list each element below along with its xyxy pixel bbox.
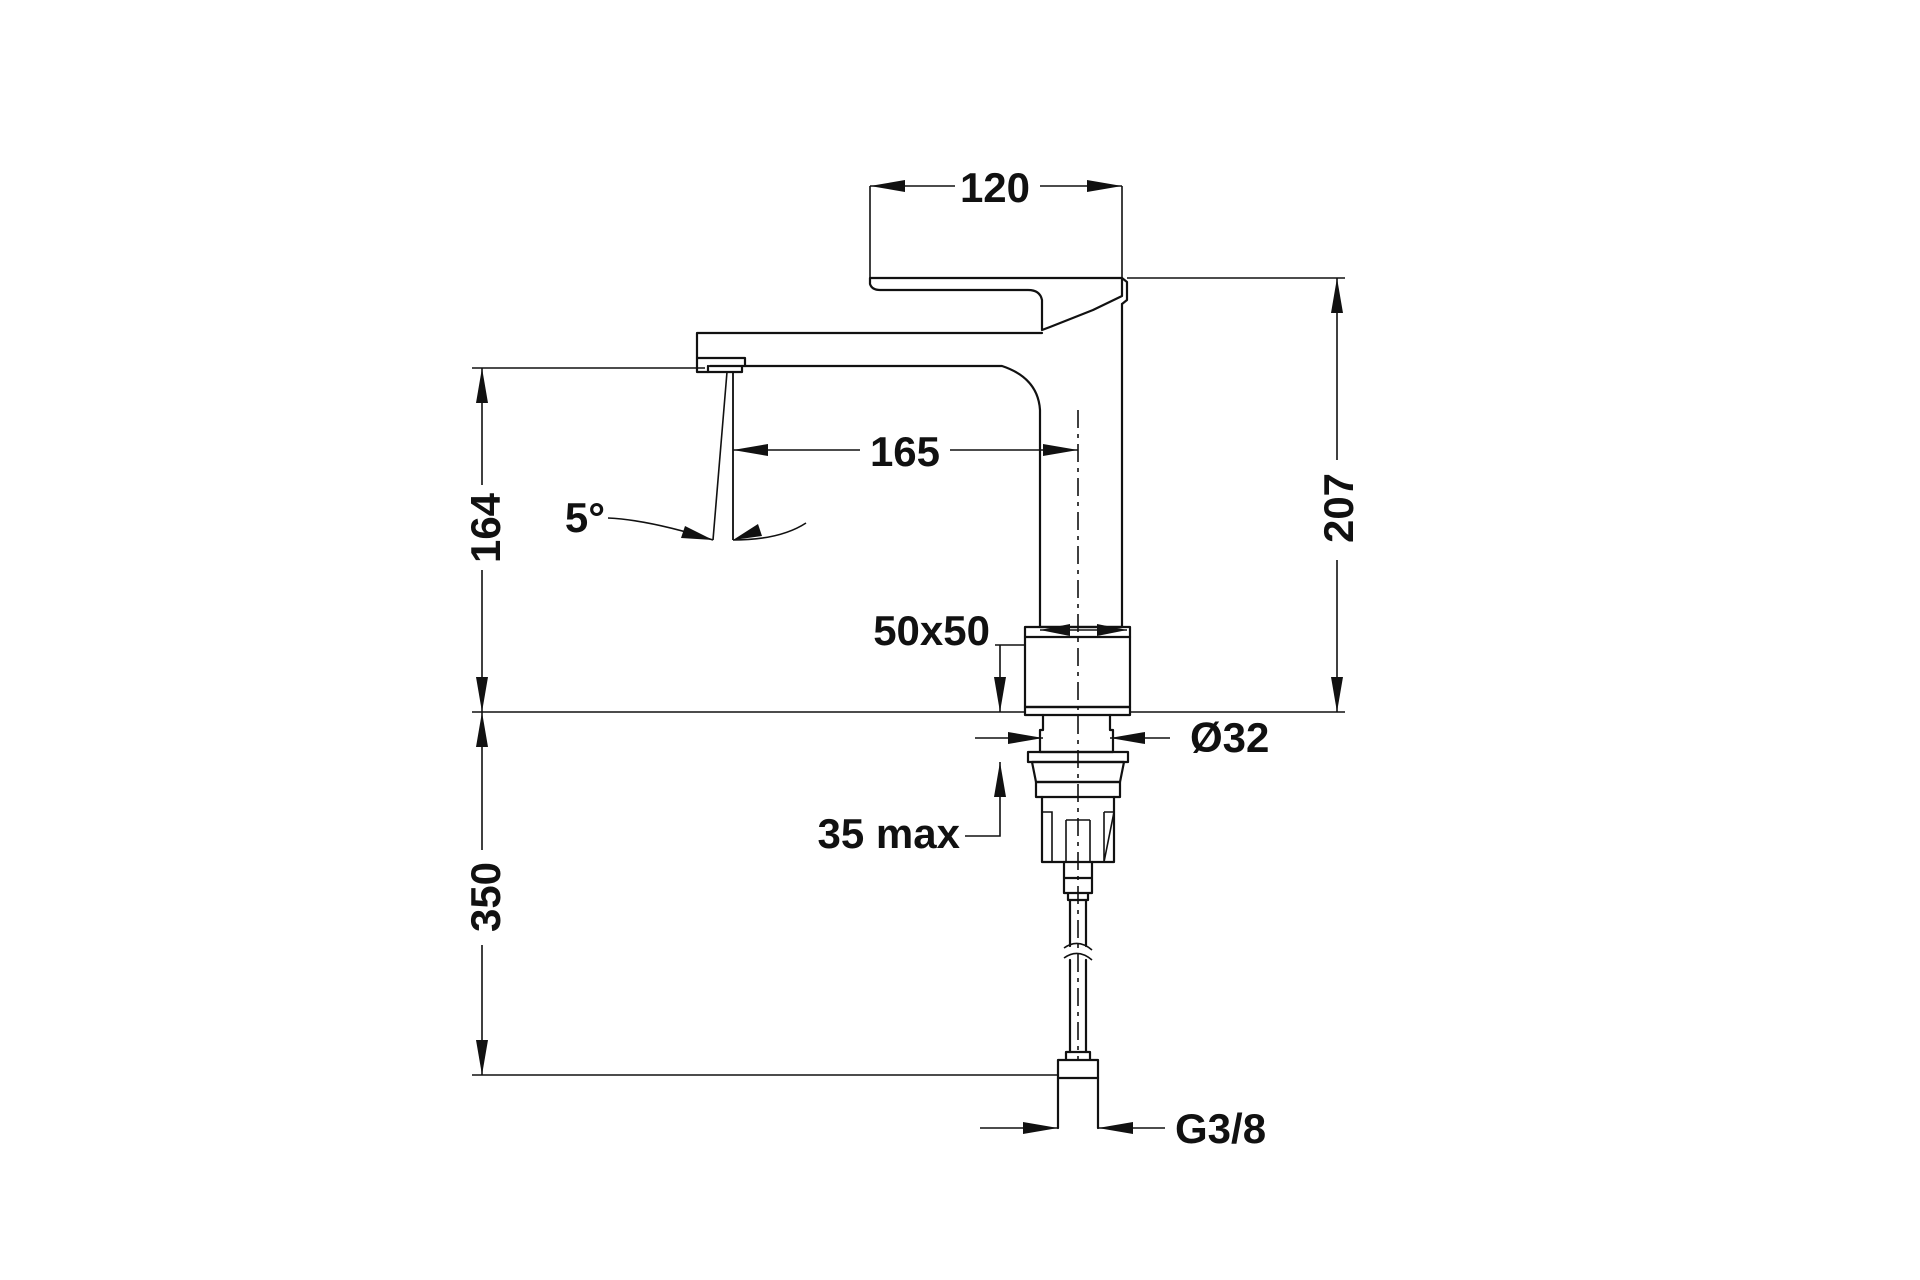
dimension-total-height: 207 — [1127, 277, 1362, 713]
hose-lower-fitting — [1056, 1050, 1100, 1080]
dim-label-50x50: 50x50 — [873, 607, 990, 654]
lever-handle — [868, 276, 1124, 332]
arrow-207-bottom — [1331, 677, 1343, 712]
arrow-207-top — [1331, 278, 1343, 313]
arrow-32-left — [1008, 732, 1043, 744]
dim-label-g38: G3/8 — [1175, 1105, 1266, 1152]
fixing-washer — [1026, 750, 1130, 764]
dim-label-32: Ø32 — [1190, 714, 1269, 761]
hose-thread-end — [1056, 1076, 1100, 1130]
arrow-35-bottom — [994, 762, 1006, 797]
aerator — [706, 364, 744, 374]
fixing-nut-slots — [1042, 811, 1115, 863]
faucet-body — [695, 276, 1132, 1130]
dimension-handle-length: 120 — [869, 164, 1123, 278]
arrow-120-left — [870, 180, 905, 192]
angle-ray-tilted — [712, 371, 728, 541]
arrow-120-right — [1087, 180, 1122, 192]
dim-label-35: 35 max — [818, 810, 961, 857]
spout-underside — [695, 356, 747, 368]
dimension-base-size: 50x50 — [873, 607, 1127, 654]
arrow-165-left — [733, 444, 768, 456]
dim-label-207: 207 — [1315, 473, 1362, 543]
arrow-350-top — [476, 712, 488, 747]
dimension-angle: 5° — [565, 371, 807, 541]
arrow-angle-left — [681, 526, 713, 540]
arrow-32-right — [1110, 732, 1145, 744]
angle-arc-right — [732, 522, 807, 541]
lever-pivot — [1120, 276, 1129, 306]
arrow-164-bottom — [476, 677, 488, 712]
dim-label-120: 120 — [960, 164, 1030, 211]
dimension-hose-length: 350 — [462, 712, 1058, 1076]
dimension-spout-reach: 165 — [732, 372, 1078, 540]
hose-upper — [1068, 898, 1088, 948]
dim-label-165: 165 — [870, 428, 940, 475]
arrow-50x50-left — [1040, 624, 1070, 636]
dimension-spout-height: 164 — [462, 367, 1025, 713]
mounting-shank — [1038, 713, 1115, 754]
dim-line-35 — [965, 645, 1001, 837]
arrow-angle-right — [733, 524, 762, 540]
arrow-g38-right — [1098, 1122, 1133, 1134]
dimension-connection-thread: G3/8 — [980, 1105, 1266, 1152]
dim-label-164: 164 — [462, 492, 509, 563]
arrow-50x50-right — [1097, 624, 1127, 636]
dimension-deck-thickness: 35 max — [818, 644, 1025, 857]
dimension-hole-diameter: Ø32 — [975, 714, 1269, 761]
arrow-350-bottom — [476, 1040, 488, 1075]
arrow-164-top — [476, 368, 488, 403]
dim-label-350: 350 — [462, 862, 509, 932]
fixing-nut-ring — [1034, 780, 1122, 799]
arrow-35-top — [994, 677, 1006, 712]
hose-break — [1063, 942, 1093, 961]
arrow-165-right — [1043, 444, 1078, 456]
dim-label-angle: 5° — [565, 494, 605, 541]
hose-lower — [1068, 958, 1088, 1054]
arrow-g38-left — [1023, 1122, 1058, 1134]
